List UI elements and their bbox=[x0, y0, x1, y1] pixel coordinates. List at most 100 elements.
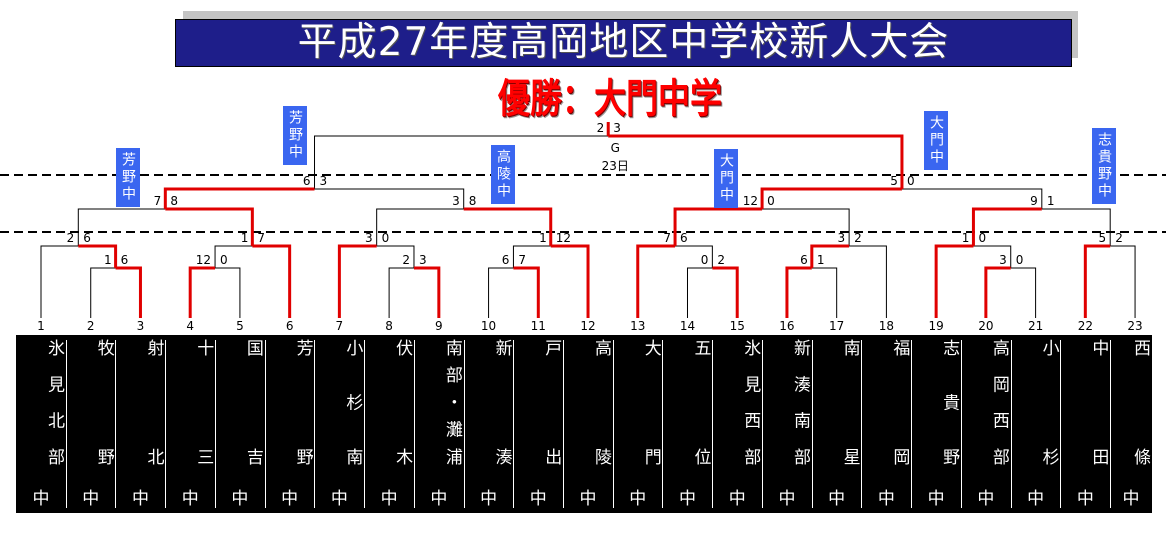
team-column-1: 氷見北部中 bbox=[16, 335, 66, 513]
team-number: 14 bbox=[680, 319, 695, 333]
column-divider bbox=[364, 340, 366, 508]
team-number: 23 bbox=[1127, 319, 1142, 333]
team-number: 1 bbox=[37, 319, 45, 333]
team-name-suffix: 中 bbox=[281, 489, 299, 509]
team-column-13: 大門中 bbox=[612, 335, 663, 513]
score-qf4-left: 9 bbox=[1030, 194, 1038, 208]
team-number: 3 bbox=[137, 319, 145, 333]
column-divider bbox=[1010, 340, 1012, 508]
bracket-line-r2h-right bbox=[1110, 245, 1136, 318]
bracket-line-qf3-right bbox=[762, 208, 850, 246]
team-number: 2 bbox=[87, 319, 95, 333]
team-name-suffix: 中 bbox=[430, 489, 448, 509]
team-column-22: 中田中 bbox=[1060, 335, 1110, 513]
bracket-line-qf2-left bbox=[376, 208, 464, 246]
team-column-2: 牧野中 bbox=[65, 335, 116, 513]
team-name: 大門 bbox=[640, 339, 661, 465]
score-sf1-right: 3 bbox=[320, 174, 328, 188]
column-divider bbox=[165, 340, 167, 508]
team-name-suffix: 中 bbox=[32, 489, 50, 509]
team-name: 五位 bbox=[690, 339, 711, 465]
team-column-9: 南部・灘浦中 bbox=[413, 335, 464, 513]
bracket-line-r2f-left bbox=[810, 244, 850, 268]
team-name-suffix: 中 bbox=[579, 489, 597, 509]
score-r2h-left: 5 bbox=[1099, 231, 1107, 245]
team-name-suffix: 中 bbox=[828, 489, 846, 509]
team-name-suffix: 中 bbox=[330, 489, 348, 509]
score-r1a-right: 6 bbox=[121, 253, 129, 267]
score-r1e-right: 2 bbox=[717, 253, 725, 267]
team-column-5: 国吉中 bbox=[214, 335, 265, 513]
score-sf1-left: 6 bbox=[303, 174, 311, 188]
team-name-wrap: 氷見北部 bbox=[16, 339, 66, 465]
bracket-line-r2d-right bbox=[550, 244, 590, 318]
bracket-line-qf1-left bbox=[77, 208, 166, 246]
score-r2b-left: 1 bbox=[241, 231, 249, 245]
team-name: 芳野 bbox=[292, 339, 313, 465]
team-name: 高岡西部 bbox=[988, 339, 1009, 465]
score-r2g-right: 0 bbox=[978, 231, 986, 245]
team-column-18: 福岡中 bbox=[861, 335, 911, 513]
team-name: 西條 bbox=[1129, 339, 1150, 465]
team-number: 6 bbox=[286, 319, 294, 333]
team-number: 13 bbox=[630, 319, 645, 333]
winner-tag-qf3: 大門中 bbox=[714, 149, 738, 208]
bracket-line-sf2-right bbox=[901, 188, 1043, 209]
bracket-line-qf1-right bbox=[165, 207, 254, 246]
bracket-line-r2e-right bbox=[675, 245, 713, 268]
team-column-14: 五位中 bbox=[662, 335, 712, 513]
bracket-line-r1c-right bbox=[413, 266, 441, 318]
final-date-label: 23日 bbox=[602, 159, 629, 173]
score-r1c-right: 3 bbox=[419, 253, 427, 267]
score-r2e-right: 6 bbox=[680, 231, 688, 245]
score-r1e-left: 0 bbox=[701, 253, 709, 267]
column-divider bbox=[1110, 340, 1112, 508]
bracket-line-r2c-right bbox=[376, 245, 415, 268]
bracket-line-r2g-left bbox=[934, 244, 974, 318]
bracket-line-r1b-right bbox=[215, 267, 241, 318]
score-r2b-right: 7 bbox=[257, 231, 265, 245]
team-name-wrap: 南星 bbox=[812, 339, 862, 465]
winner-tag-qf2: 高陵中 bbox=[491, 145, 515, 204]
score-r2f-left: 3 bbox=[837, 231, 845, 245]
bracket-line-sf1-right bbox=[314, 188, 465, 209]
winner-tag-qf1: 芳野中 bbox=[116, 148, 140, 207]
score-qf3-left: 12 bbox=[743, 194, 758, 208]
score-r2d-left: 1 bbox=[539, 231, 547, 245]
team-name-wrap: 西條 bbox=[1110, 339, 1152, 465]
score-qf2-left: 3 bbox=[452, 194, 460, 208]
champion-banner: 優勝：大門中学 bbox=[498, 76, 722, 122]
page-title: 平成27年度高岡地区中学校新人大会 bbox=[175, 19, 1072, 67]
team-name-wrap: 国吉 bbox=[215, 339, 265, 465]
team-column-11: 戸出中 bbox=[513, 335, 563, 513]
team-name-wrap: 芳野 bbox=[265, 339, 315, 465]
column-divider bbox=[960, 340, 962, 508]
team-number: 10 bbox=[481, 319, 496, 333]
bracket-line-sf1-left bbox=[163, 187, 315, 209]
team-number: 4 bbox=[186, 319, 194, 333]
team-name: 新湊 bbox=[491, 339, 512, 465]
bracket-line-r2d-left bbox=[512, 245, 551, 268]
score-r2c-right: 0 bbox=[382, 231, 390, 245]
winner-tag-qf4: 志貴野中 bbox=[1092, 128, 1116, 204]
team-column-17: 南星中 bbox=[811, 335, 862, 513]
team-name: 南部・灘浦 bbox=[441, 339, 462, 465]
bracket-line-qf2-right bbox=[463, 207, 553, 246]
bracket-line-qf4-right bbox=[1041, 208, 1111, 246]
score-r1d-left: 6 bbox=[502, 253, 510, 267]
team-name-suffix: 中 bbox=[1027, 489, 1045, 509]
bracket-line-r1g-left bbox=[984, 266, 1011, 318]
score-qf1-left: 7 bbox=[154, 194, 162, 208]
team-name-suffix: 中 bbox=[181, 489, 199, 509]
score-qf2-right: 8 bbox=[469, 194, 477, 208]
team-name-wrap: 高岡西部 bbox=[961, 339, 1011, 465]
team-column-12: 高陵中 bbox=[563, 335, 613, 513]
bracket-line-final-right bbox=[608, 134, 904, 189]
column-divider bbox=[811, 340, 813, 508]
team-name-wrap: 牧野 bbox=[66, 339, 116, 465]
team-number: 5 bbox=[236, 319, 244, 333]
column-divider bbox=[612, 340, 614, 508]
team-name: 福岡 bbox=[889, 339, 910, 465]
team-name-wrap: 小杉南 bbox=[314, 339, 364, 465]
bracket-line-r2b-left bbox=[214, 245, 253, 268]
